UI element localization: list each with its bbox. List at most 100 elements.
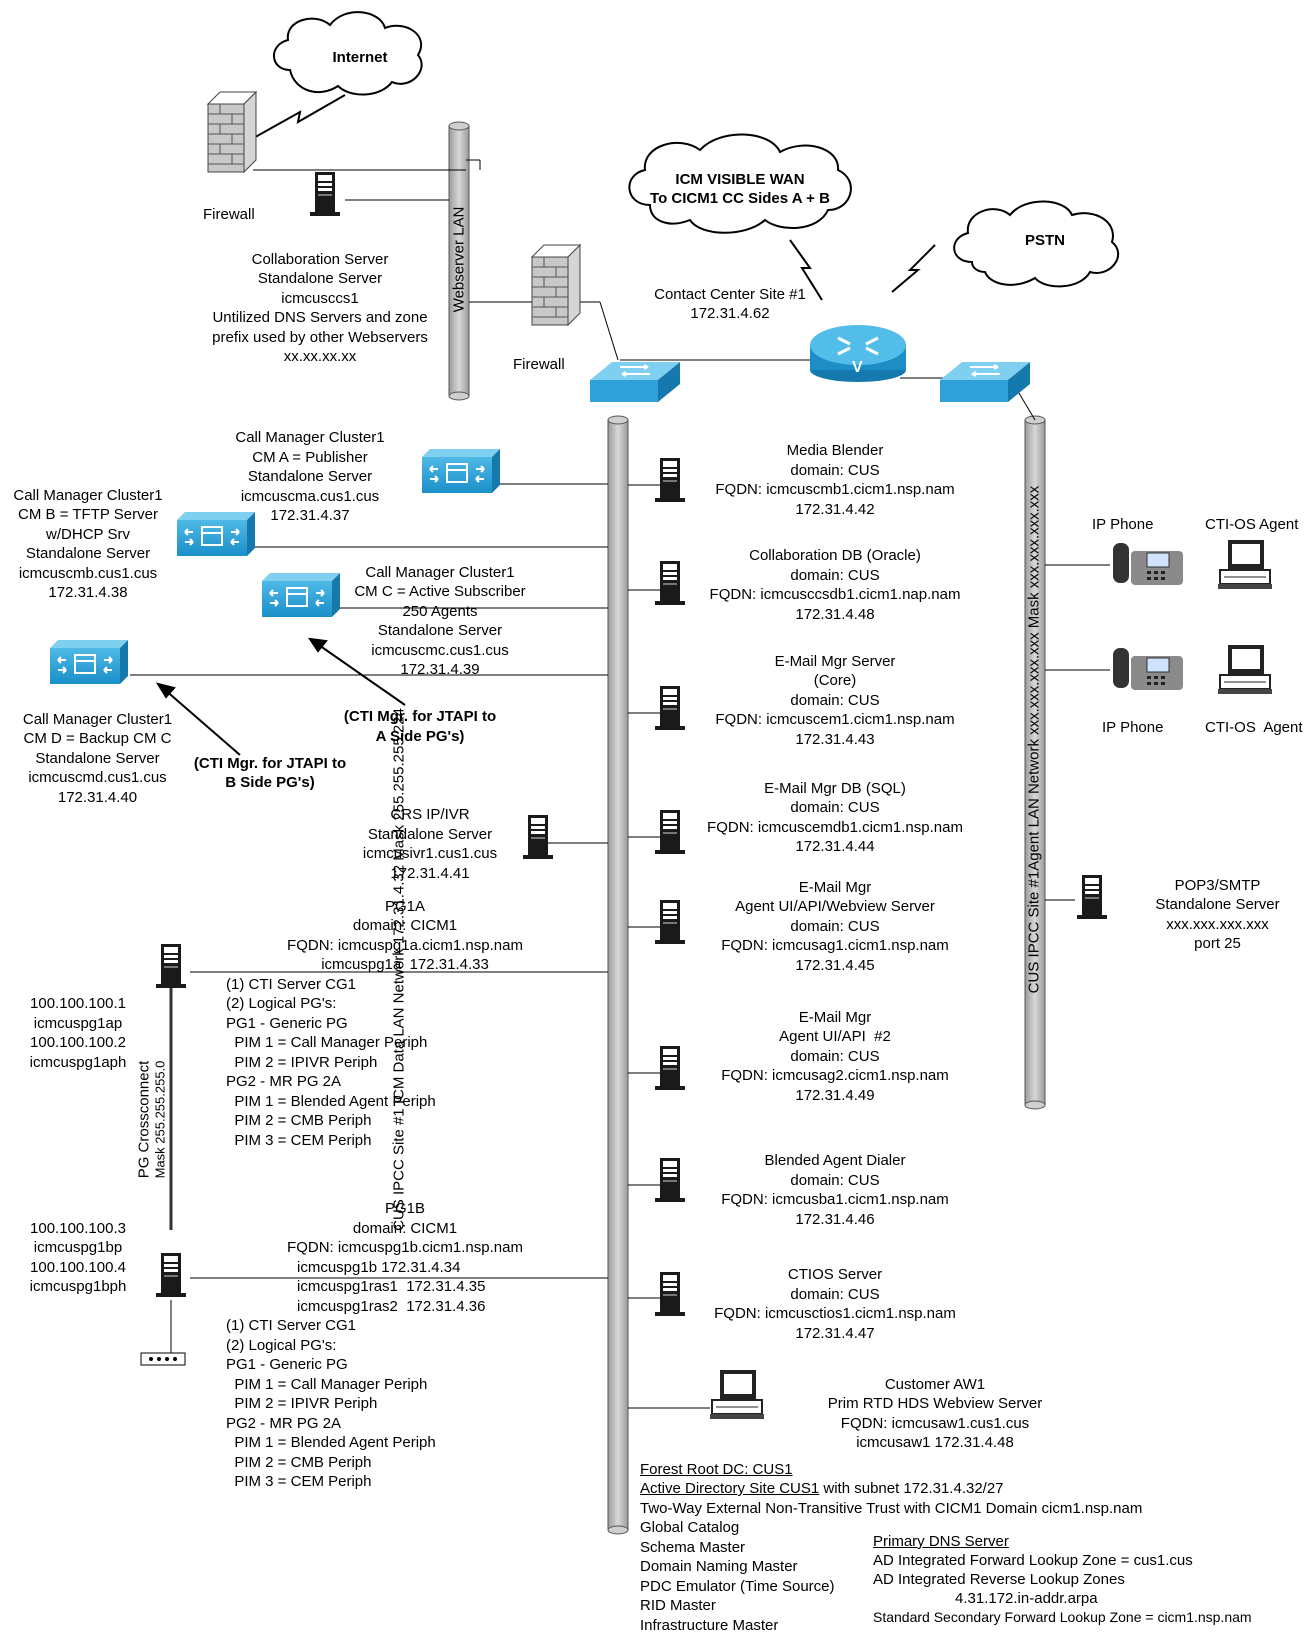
pg1b-line: icmcuspg1ras1 172.31.4.35 <box>297 1278 486 1295</box>
svg-text:V: V <box>852 359 863 376</box>
pg1a-ip-line: icmcuspg1aph <box>29 1054 127 1071</box>
cm-c-line: icmcuscmc.cus1.cus <box>371 642 509 659</box>
cm-a-line: CM A = Publisher <box>252 449 368 466</box>
pg1a-body-line: PIM 2 = CMB Periph <box>226 1112 372 1129</box>
forest-line: Infrastructure Master <box>640 1617 779 1634</box>
email-db-line: 172.31.4.44 <box>795 838 875 855</box>
cm-d-line: Call Manager Cluster1 <box>22 711 173 728</box>
email-ui2-line: FQDN: icmcusag2.cicm1.nsp.nam <box>721 1067 949 1084</box>
cm-c-line: Standalone Server <box>377 622 503 639</box>
agent-pc-icon-1 <box>1217 539 1273 590</box>
cm-c-line: CM C = Active Subscriber <box>354 583 526 600</box>
ctios-line: FQDN: icmcusctios1.cicm1.nsp.nam <box>714 1305 956 1322</box>
ad-site-line: Active Directory Site CUS1 with subnet 1… <box>640 1479 1004 1499</box>
pg1a-ip-line: 100.100.100.2 <box>30 1034 126 1051</box>
firewall-icon-mid <box>531 244 581 326</box>
text-line: prefix used by other Webservers <box>212 329 428 346</box>
media-blender-line: FQDN: icmcuscmb1.cicm1.nsp.nam <box>715 481 955 498</box>
pg1a-body-line: (2) Logical PG's: <box>226 995 337 1012</box>
cm-b-line: icmcuscmb.cus1.cus <box>18 565 158 582</box>
dns-line: AD Integrated Reverse Lookup Zones <box>873 1571 1125 1588</box>
cti-a-line: A Side PG's) <box>375 728 465 745</box>
pg1a-line: domain: CICM1 <box>352 917 458 934</box>
media-blender-line: 172.31.4.42 <box>795 501 875 518</box>
ctios-agent-label-2: CTI-OS Agent <box>1205 719 1303 736</box>
pop3-line: port 25 <box>1194 935 1241 952</box>
pg1b-body-line: PIM 2 = CMB Periph <box>226 1454 372 1471</box>
cti-a-line: (CTI Mgr. for JTAPI to <box>343 708 497 725</box>
forest-line: Domain Naming Master <box>640 1558 798 1575</box>
aw-line: FQDN: icmcusaw1.cus1.cus <box>840 1415 1030 1432</box>
dialer-line: 172.31.4.46 <box>795 1211 875 1228</box>
pg1a-body-line: PG2 - MR PG 2A <box>226 1073 342 1090</box>
pop3-line: xxx.xxx.xxx.xxx <box>1166 916 1269 933</box>
ip-phone-label-1: IP Phone <box>1092 516 1154 533</box>
forest-line: Schema Master <box>640 1539 746 1556</box>
text-line: icmcusccs1 <box>281 290 359 307</box>
pstn-label: PSTN <box>1024 232 1065 249</box>
cm-c-line: Call Manager Cluster1 <box>365 564 515 581</box>
agent-lan-label: CUS IPCC Site #1Agent LAN Network xxx.xx… <box>1025 485 1043 994</box>
cm-d-line: Standalone Server <box>35 750 160 767</box>
internet-label: Internet <box>332 49 388 66</box>
pg1a-body-line: PIM 1 = Blended Agent Periph <box>226 1093 436 1110</box>
ctios-line: domain: CUS <box>790 1286 880 1303</box>
ad-site-subnet: with subnet 172.31.4.32/27 <box>819 1480 1004 1497</box>
email-core-line: domain: CUS <box>790 692 880 709</box>
text-line: Standalone Server <box>257 270 383 287</box>
cm-a-line: 172.31.4.37 <box>270 507 350 524</box>
cm-a-line: icmcuscma.cus1.cus <box>240 488 380 505</box>
firewall-icon-top <box>207 91 257 173</box>
contact-center-label: Contact Center Site #1 <box>654 286 806 303</box>
cm-c-line: 250 Agents <box>402 603 478 620</box>
cm-a-line: Standalone Server <box>247 468 373 485</box>
pg1b-body-line: PIM 1 = Blended Agent Periph <box>226 1434 436 1451</box>
cm-d-line: 172.31.4.40 <box>57 789 138 806</box>
pg1b-body-line: PIM 1 = Call Manager Periph <box>226 1376 428 1393</box>
cm-c-line: 172.31.4.39 <box>400 661 480 678</box>
dialer-line: FQDN: icmcusba1.cicm1.nsp.nam <box>721 1191 949 1208</box>
pg1b-ip-line: icmcuspg1bph <box>29 1278 127 1295</box>
email-ui-line: 172.31.4.45 <box>795 957 875 974</box>
switch-icon-data <box>589 361 681 403</box>
text-line: xx.xx.xx.xx <box>283 348 357 365</box>
pg1a-body-line: PG1 - Generic PG <box>226 1015 348 1032</box>
email-ui-line: FQDN: icmcusag1.cicm1.nsp.nam <box>721 937 949 954</box>
crossconnect-label-2: Mask 255.255.255.0 <box>152 1060 168 1179</box>
pstn-cloud <box>953 200 1119 288</box>
pg1a-body-line: PIM 2 = IPIVR Periph <box>226 1054 378 1071</box>
collab-db-line: FQDN: icmcusccsdb1.cicm1.nap.nam <box>709 586 961 603</box>
switch-icon-agent <box>939 361 1031 403</box>
cm-b-line: Standalone Server <box>25 545 151 562</box>
aw-pc-icon <box>709 1369 765 1420</box>
pg1b-ip-line: 100.100.100.4 <box>30 1259 126 1276</box>
aw-line: Customer AW1 <box>884 1376 986 1393</box>
pg1b-line: icmcuspg1b 172.31.4.34 <box>297 1259 461 1276</box>
pg1a-body-line: PIM 3 = CEM Periph <box>226 1132 372 1149</box>
text-line: Untilized DNS Servers and zone <box>212 309 428 326</box>
wan-label-2: To CICM1 CC Sides A + B <box>650 190 830 207</box>
webserver-lan-label: Webserver LAN <box>450 206 468 313</box>
firewall-label-top: Firewall <box>203 206 255 223</box>
email-core-line: (Core) <box>813 672 857 689</box>
cm-d-line: icmcuscmd.cus1.cus <box>28 769 167 786</box>
wan-label-1: ICM VISIBLE WAN <box>675 171 805 188</box>
cm-b-line: CM B = TFTP Server <box>18 506 158 523</box>
crs-line: Standalone Server <box>367 826 493 843</box>
email-core-line: E-Mail Mgr Server <box>774 653 896 670</box>
dns-line: AD Integrated Forward Lookup Zone = cus1… <box>873 1552 1193 1569</box>
modem-icon <box>140 1300 186 1366</box>
email-ui-line: domain: CUS <box>790 918 880 935</box>
pg1a-ip-line: icmcuspg1ap <box>33 1015 123 1032</box>
ctios-line: CTIOS Server <box>787 1266 883 1283</box>
cti-b-line: B Side PG's) <box>225 774 315 791</box>
collab-db-line: domain: CUS <box>790 567 880 584</box>
forest-root-label: Forest Root DC: CUS1 <box>640 1461 793 1478</box>
dialer-line: Blended Agent Dialer <box>764 1152 906 1169</box>
crs-line: 172.31.4.41 <box>390 865 470 882</box>
pg1b-line: PG1B <box>384 1200 426 1217</box>
cm-b-line: Call Manager Cluster1 <box>13 487 163 504</box>
email-ui-line: E-Mail Mgr <box>798 879 872 896</box>
pg1b-body-line: (1) CTI Server CG1 <box>226 1317 357 1334</box>
